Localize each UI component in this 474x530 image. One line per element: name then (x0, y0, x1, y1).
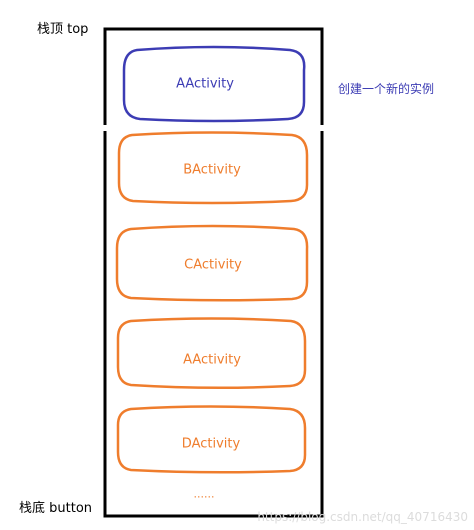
activity-label: BActivity (183, 162, 241, 178)
activity-label: DActivity (181, 436, 241, 452)
stack-activity-box (115, 224, 309, 302)
stack-bottom-label: 栈底 button (19, 501, 93, 516)
watermark: https://blog.csdn.net/qq_40716430 (257, 510, 468, 524)
activity-label: AActivity (176, 76, 234, 92)
new-activity-box (122, 45, 306, 123)
stack-activity-box (116, 405, 307, 474)
stack-activity-box (117, 131, 309, 205)
activity-label: CActivity (184, 257, 242, 273)
stack-activity-box (116, 317, 307, 390)
new-instance-note: 创建一个新的实例 (338, 82, 435, 96)
stack-container (103, 27, 324, 518)
stack-top-label: 栈顶 top (37, 22, 89, 37)
ellipsis: ...... (193, 487, 215, 501)
activity-label: AActivity (183, 352, 241, 368)
